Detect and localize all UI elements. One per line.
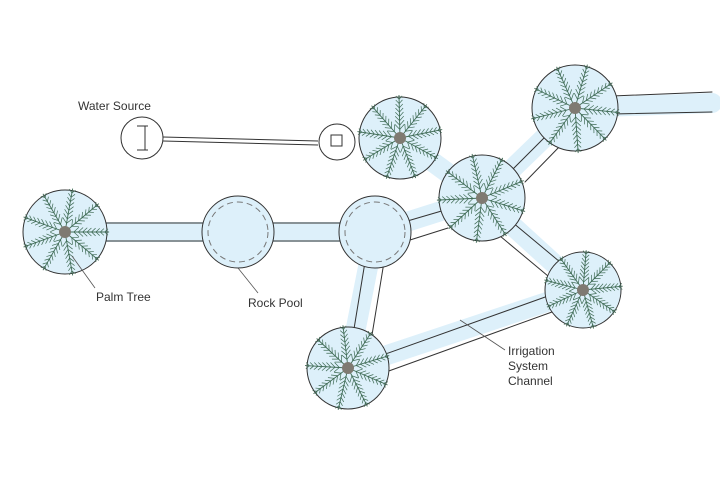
palm-trunk [577,284,589,296]
water-source-label: Water Source [78,99,151,113]
channel-label-line2: System [508,359,548,373]
channel-label-line3: Channel [508,374,553,388]
palm-tree-label: Palm Tree [96,290,151,304]
channel-edge [99,91,713,373]
palm-trunk [394,132,406,144]
rock-pool [201,195,275,269]
rock-pool [338,195,412,269]
palm-trunk [569,102,581,114]
channel-label-line1: Irrigation [508,344,555,358]
palm-trunk [342,362,354,374]
palm-trunk [59,226,71,238]
palm-tree [357,94,443,180]
water-source [120,116,356,161]
palm-tree [22,188,110,276]
palm-trunk [476,192,488,204]
palm-tree [436,153,526,243]
rock-pool-label: Rock Pool [248,296,303,310]
palm-tree [531,64,620,154]
palm-tree [304,325,390,411]
palm-trees [22,64,623,411]
leader-lines [71,255,506,351]
palm-tree [544,250,623,329]
